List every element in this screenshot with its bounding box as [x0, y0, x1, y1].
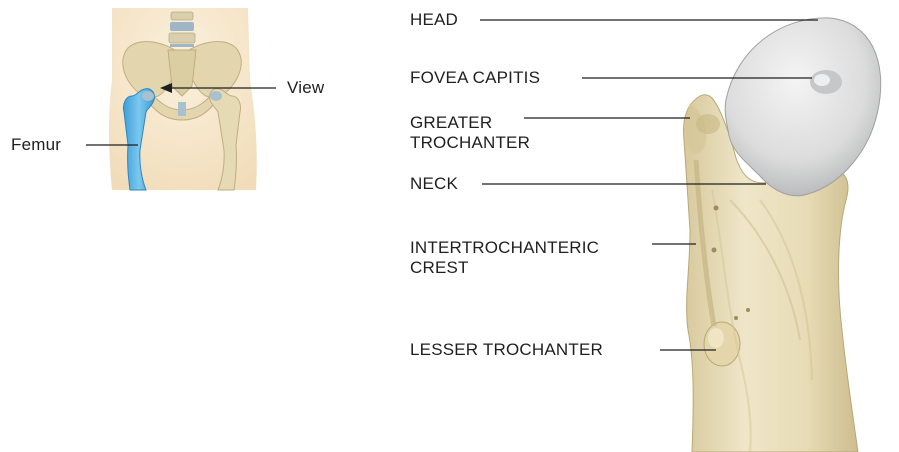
spine-icon	[169, 12, 195, 47]
greater-trochanter-label-line2: TROCHANTER	[410, 133, 530, 153]
head-label: HEAD	[410, 10, 458, 30]
intertrochanteric-crest-label: INTERTROCHANTERIC CREST	[410, 238, 599, 278]
intertrochanteric-crest-label-line1: INTERTROCHANTERIC	[410, 238, 599, 258]
neck-label: NECK	[410, 174, 458, 194]
intertrochanteric-crest-label-line2: CREST	[410, 258, 599, 278]
femur-label: Femur	[11, 135, 61, 155]
greater-trochanter-label: GREATER TROCHANTER	[410, 113, 530, 153]
proximal-femur-illustration	[684, 18, 881, 452]
pubic-symphysis	[178, 102, 186, 116]
view-label: View	[287, 78, 324, 98]
greater-trochanter-label-line1: GREATER	[410, 113, 530, 133]
fovea-capitis-label: FOVEA CAPITIS	[410, 68, 540, 88]
femoral-head	[725, 18, 881, 196]
inset-pelvis-diagram	[109, 8, 257, 190]
lesser-trochanter-label: LESSER TROCHANTER	[410, 340, 603, 360]
